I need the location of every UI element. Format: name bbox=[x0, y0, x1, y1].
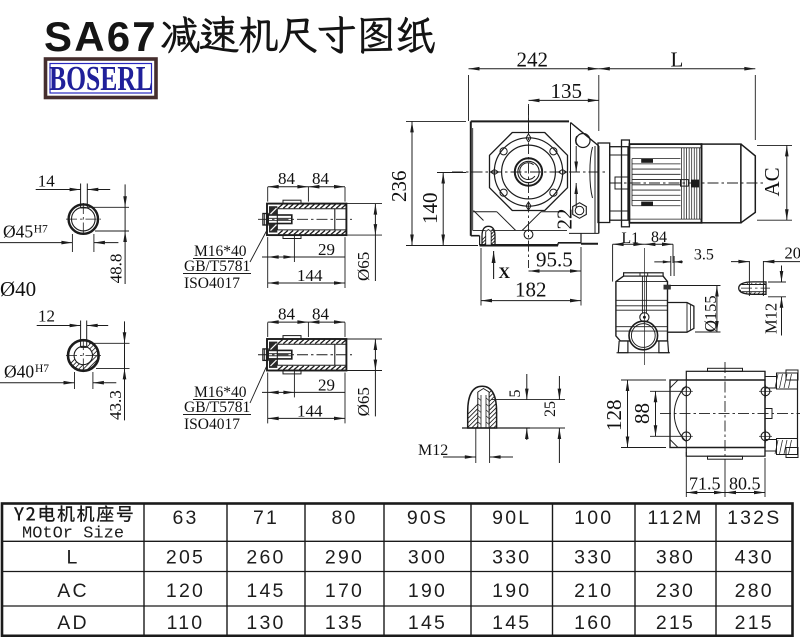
svg-text:L1: L1 bbox=[621, 230, 639, 247]
svg-text:48.8: 48.8 bbox=[107, 254, 126, 284]
svg-text:Ø40: Ø40 bbox=[4, 362, 34, 382]
svg-text:Ø155: Ø155 bbox=[701, 295, 720, 332]
svg-text:M16*40: M16*40 bbox=[194, 243, 247, 260]
svg-text:230: 230 bbox=[656, 580, 695, 602]
svg-text:L: L bbox=[66, 547, 79, 569]
svg-text:MOtOr Size: MOtOr Size bbox=[22, 525, 124, 544]
svg-text:90S: 90S bbox=[407, 507, 448, 529]
svg-text:330: 330 bbox=[492, 547, 531, 569]
svg-text:H7: H7 bbox=[35, 363, 49, 375]
svg-text:AD: AD bbox=[57, 612, 89, 634]
svg-text:140: 140 bbox=[418, 193, 442, 225]
svg-text:84: 84 bbox=[651, 229, 667, 246]
svg-text:430: 430 bbox=[735, 547, 774, 569]
svg-text:29: 29 bbox=[318, 240, 335, 259]
svg-text:M12: M12 bbox=[762, 303, 781, 334]
svg-text:Ø65: Ø65 bbox=[354, 252, 373, 281]
svg-text:190: 190 bbox=[492, 580, 531, 602]
svg-text:236: 236 bbox=[387, 171, 411, 203]
svg-text:ISO4017: ISO4017 bbox=[184, 275, 240, 292]
svg-text:M12: M12 bbox=[418, 442, 448, 459]
svg-text:SA67: SA67 bbox=[44, 13, 158, 60]
svg-text:84: 84 bbox=[278, 304, 296, 323]
svg-text:110: 110 bbox=[167, 612, 205, 634]
svg-text:Ø40: Ø40 bbox=[0, 277, 36, 301]
svg-text:Ø45: Ø45 bbox=[3, 222, 33, 242]
svg-text:71.5: 71.5 bbox=[689, 474, 721, 494]
svg-text:132S: 132S bbox=[727, 507, 781, 529]
svg-text:H7: H7 bbox=[34, 224, 48, 236]
svg-text:120: 120 bbox=[166, 580, 205, 602]
svg-text:205: 205 bbox=[166, 547, 205, 569]
svg-text:95.5: 95.5 bbox=[536, 248, 573, 272]
svg-text:X: X bbox=[499, 265, 511, 282]
svg-text:260: 260 bbox=[246, 547, 285, 569]
svg-text:112M: 112M bbox=[647, 507, 703, 529]
svg-text:190: 190 bbox=[408, 580, 447, 602]
svg-text:145: 145 bbox=[492, 612, 531, 634]
svg-text:80.5: 80.5 bbox=[729, 474, 761, 494]
svg-text:170: 170 bbox=[325, 580, 364, 602]
svg-text:210: 210 bbox=[574, 580, 613, 602]
svg-text:215: 215 bbox=[735, 612, 774, 634]
svg-text:71: 71 bbox=[253, 507, 279, 529]
svg-text:Ø65: Ø65 bbox=[354, 387, 373, 416]
svg-text:AC: AC bbox=[760, 167, 784, 196]
svg-text:135: 135 bbox=[325, 612, 364, 634]
svg-text:130: 130 bbox=[246, 612, 285, 634]
svg-text:22: 22 bbox=[553, 209, 577, 230]
svg-text:M16*40: M16*40 bbox=[194, 384, 247, 401]
svg-text:84: 84 bbox=[312, 304, 330, 323]
svg-text:GB/T5781: GB/T5781 bbox=[184, 399, 250, 416]
svg-text:145: 145 bbox=[408, 612, 447, 634]
svg-text:128: 128 bbox=[602, 400, 626, 432]
svg-text:5: 5 bbox=[507, 390, 524, 398]
svg-text:L: L bbox=[671, 48, 684, 72]
svg-text:160: 160 bbox=[574, 612, 613, 634]
svg-text:182: 182 bbox=[515, 278, 547, 302]
svg-text:215: 215 bbox=[656, 612, 695, 634]
svg-text:AC: AC bbox=[57, 580, 89, 602]
svg-text:330: 330 bbox=[574, 547, 613, 569]
svg-text:14: 14 bbox=[38, 172, 56, 191]
svg-text:25: 25 bbox=[542, 401, 559, 417]
svg-text:90L: 90L bbox=[492, 507, 531, 529]
svg-text:12: 12 bbox=[38, 307, 55, 326]
svg-text:144: 144 bbox=[297, 266, 323, 285]
svg-text:300: 300 bbox=[408, 547, 447, 569]
svg-text:145: 145 bbox=[246, 580, 285, 602]
svg-text:ISO4017: ISO4017 bbox=[184, 416, 240, 433]
svg-text:20: 20 bbox=[785, 244, 800, 263]
svg-text:242: 242 bbox=[517, 48, 549, 72]
svg-text:3.5: 3.5 bbox=[694, 247, 714, 264]
svg-text:100: 100 bbox=[574, 507, 613, 529]
svg-text:144: 144 bbox=[297, 401, 323, 420]
svg-text:290: 290 bbox=[325, 547, 364, 569]
svg-text:29: 29 bbox=[318, 375, 335, 394]
svg-text:63: 63 bbox=[172, 507, 198, 529]
svg-text:GB/T5781: GB/T5781 bbox=[184, 258, 250, 275]
svg-text:80: 80 bbox=[331, 507, 357, 529]
svg-text:84: 84 bbox=[278, 169, 296, 188]
svg-text:84: 84 bbox=[312, 169, 330, 188]
svg-text:280: 280 bbox=[735, 580, 774, 602]
svg-text:88: 88 bbox=[630, 403, 654, 424]
svg-text:135: 135 bbox=[551, 79, 583, 103]
svg-text:380: 380 bbox=[656, 547, 695, 569]
svg-text:43.3: 43.3 bbox=[106, 390, 125, 420]
svg-text:BOSERL: BOSERL bbox=[49, 59, 153, 98]
